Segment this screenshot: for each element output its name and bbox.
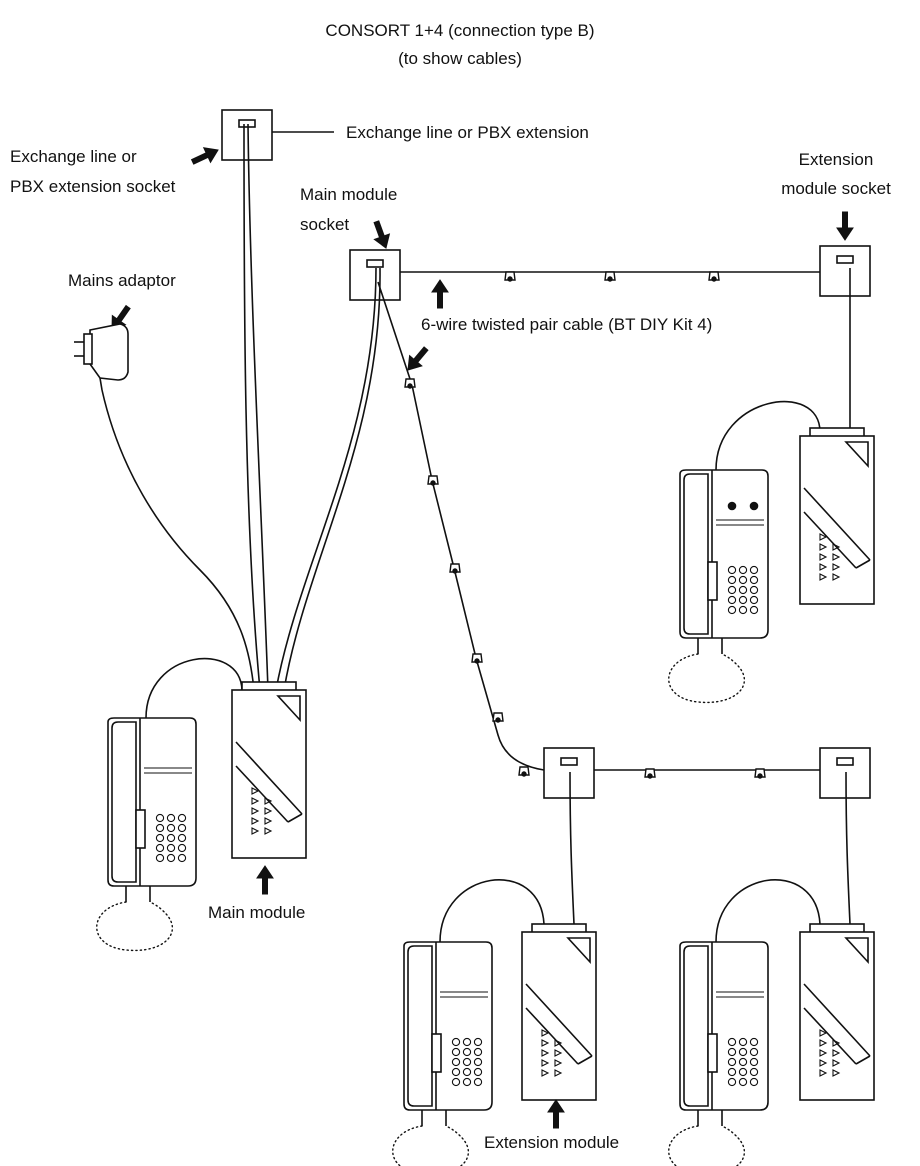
extension-socket-lower-middle <box>543 747 595 799</box>
extension-module-lower-right <box>799 923 875 1101</box>
mains-adaptor: Mains adaptor <box>68 271 176 391</box>
exchange-line-label: Exchange line or PBX extension <box>346 123 589 142</box>
exchange-line-socket: Exchange line or PBX extension Exchange … <box>10 109 589 196</box>
extension-module-arrow <box>547 1099 565 1129</box>
main-module-label: Main module <box>208 903 305 922</box>
extension-station-top-right <box>667 268 875 704</box>
extension-telephone-lower-middle <box>391 941 493 1166</box>
extension-module-lower-middle <box>521 923 597 1101</box>
mains-adaptor-label: Mains adaptor <box>68 271 176 290</box>
main-station: Main module <box>95 657 307 952</box>
extension-station-lower-right <box>667 771 875 1166</box>
extension-socket-top-right: Extension module socket <box>781 150 891 297</box>
main-telephone <box>95 717 197 952</box>
main-socket-arrow <box>368 218 395 252</box>
ext-socket-arrow <box>836 211 854 241</box>
extension-station-lower-middle: Extension module <box>391 771 619 1166</box>
title-line-2: (to show cables) <box>398 49 522 68</box>
ext-socket-label-line-1: Extension <box>799 150 874 169</box>
cable-label-arrow-up <box>431 279 449 309</box>
exchange-socket-arrow <box>188 142 222 170</box>
main-phone-cord <box>145 657 243 719</box>
extension-socket-lower-right <box>819 747 871 799</box>
main-module-arrow <box>256 865 274 895</box>
extension-module-label: Extension module <box>484 1133 619 1152</box>
extension-module-top-right <box>799 427 875 605</box>
main-socket-label-line-1: Main module <box>300 185 397 204</box>
diagram-title: CONSORT 1+4 (connection type B) (to show… <box>325 21 594 68</box>
main-socket-label-line-2: socket <box>300 215 349 234</box>
title-line-1: CONSORT 1+4 (connection type B) <box>325 21 594 40</box>
exchange-socket-label-line-1: Exchange line or <box>10 147 137 166</box>
six-wire-cable-network: 6-wire twisted pair cable (BT DIY Kit 4) <box>377 271 820 779</box>
exchange-socket-label-line-2: PBX extension socket <box>10 177 176 196</box>
cable-label: 6-wire twisted pair cable (BT DIY Kit 4) <box>421 315 712 334</box>
main-module-socket: Main module socket <box>300 185 401 301</box>
main-module-cables <box>101 123 381 691</box>
extension-telephone-lower-right <box>667 941 769 1166</box>
adaptor-body <box>89 323 129 381</box>
ext-socket-label-line-2: module socket <box>781 179 891 198</box>
extension-telephone-top-right <box>667 469 769 704</box>
main-module-unit <box>231 681 307 859</box>
